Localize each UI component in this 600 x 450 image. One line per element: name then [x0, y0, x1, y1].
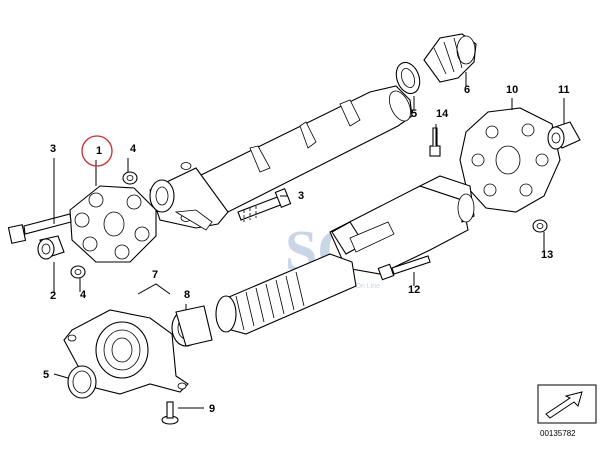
ring-5-top	[395, 61, 421, 95]
callout-8: 8	[184, 289, 190, 301]
bushing-11	[547, 121, 581, 150]
bolt-3-left	[7, 213, 72, 244]
reference-number: 00135782	[540, 429, 576, 438]
highlight-circle-part-1	[81, 135, 113, 167]
callout-13: 13	[541, 249, 553, 261]
watermark-subtext: Sales On Line	[336, 283, 380, 290]
callout-2: 2	[50, 290, 56, 302]
callout-4a: 4	[130, 143, 137, 155]
splined-shaft	[215, 253, 357, 335]
bearing-8	[171, 305, 213, 347]
upper-shaft	[149, 85, 413, 231]
callout-3a: 3	[50, 143, 56, 155]
callout-11: 11	[558, 84, 570, 96]
callout-5b: 5	[43, 369, 49, 381]
callout-3b: 3	[298, 190, 304, 202]
callout-7: 7	[152, 269, 158, 281]
nut-4-bottom	[70, 265, 86, 279]
callout-14: 14	[436, 108, 449, 120]
ring-5-bottom	[67, 365, 97, 399]
flex-disc-10	[459, 107, 561, 213]
lower-shaft	[329, 175, 475, 275]
bolt-3-upper	[237, 187, 292, 222]
boot-6	[423, 33, 477, 83]
bushing-2	[37, 235, 65, 260]
nut-13	[532, 219, 548, 233]
nut-4-top	[122, 171, 138, 185]
bolt-9	[161, 401, 179, 425]
callout-10: 10	[506, 84, 518, 96]
callout-12: 12	[408, 284, 420, 296]
center-support-bearing-7	[63, 309, 189, 395]
callout-1: 1	[96, 145, 102, 157]
callout-9: 9	[209, 403, 215, 415]
bolt-14	[429, 127, 441, 157]
callout-6: 6	[464, 84, 470, 96]
flex-disc	[69, 185, 157, 263]
leader-lines	[53, 72, 565, 409]
reference-box: 00135782	[537, 384, 597, 438]
callout-4b: 4	[80, 289, 87, 301]
bolt-12	[377, 255, 431, 281]
callout-5a: 5	[411, 108, 417, 120]
